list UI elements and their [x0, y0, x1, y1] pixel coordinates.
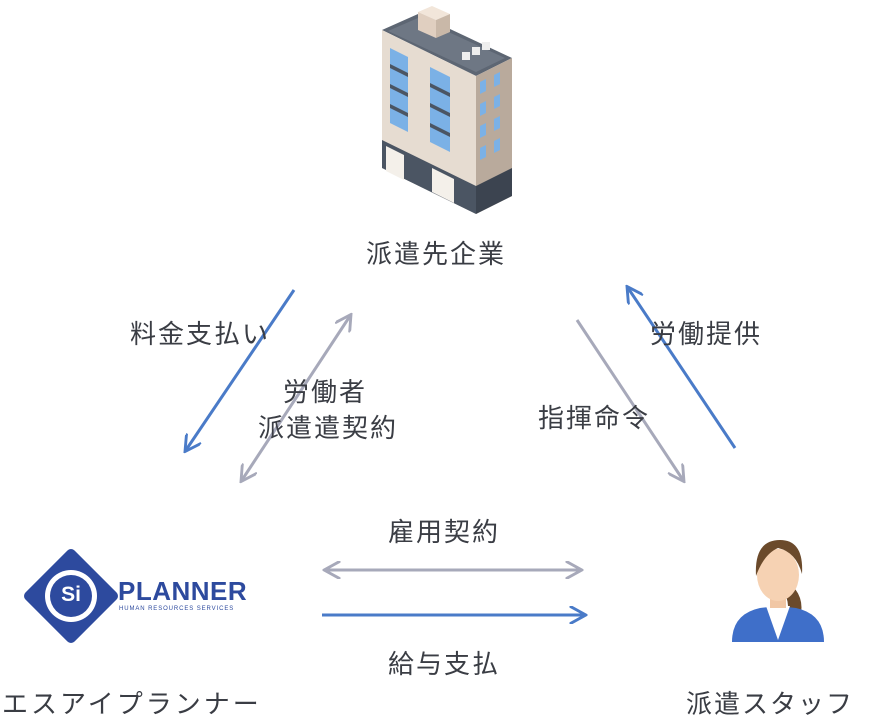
labor-provision-arrow [628, 288, 737, 449]
logo-tagline: HUMAN RESOURCES SERVICES [119, 606, 235, 612]
salary-payment-label: 給与支払 [388, 650, 501, 680]
staff-label: 派遣スタッフ [686, 690, 855, 720]
labor-provision-label: 労働提供 [650, 320, 763, 350]
instruction-arrow [575, 319, 683, 480]
fee-payment-label: 料金支払い [130, 320, 271, 350]
logo-mark-text: Si [61, 583, 81, 606]
logo-name: PLANNER [118, 576, 248, 606]
agency-label: エスアイプランナー [2, 690, 262, 720]
instruction-label: 指揮命令 [538, 404, 651, 434]
dispatch-contract-arrow [242, 316, 350, 480]
dispatch-contract-label-line2: 派遣遣契約 [258, 414, 399, 444]
client-company-label: 派遣先企業 [366, 240, 507, 270]
employment-contract-label: 雇用契約 [388, 518, 501, 548]
dispatch-contract-label-line1: 労働者 [282, 378, 367, 408]
